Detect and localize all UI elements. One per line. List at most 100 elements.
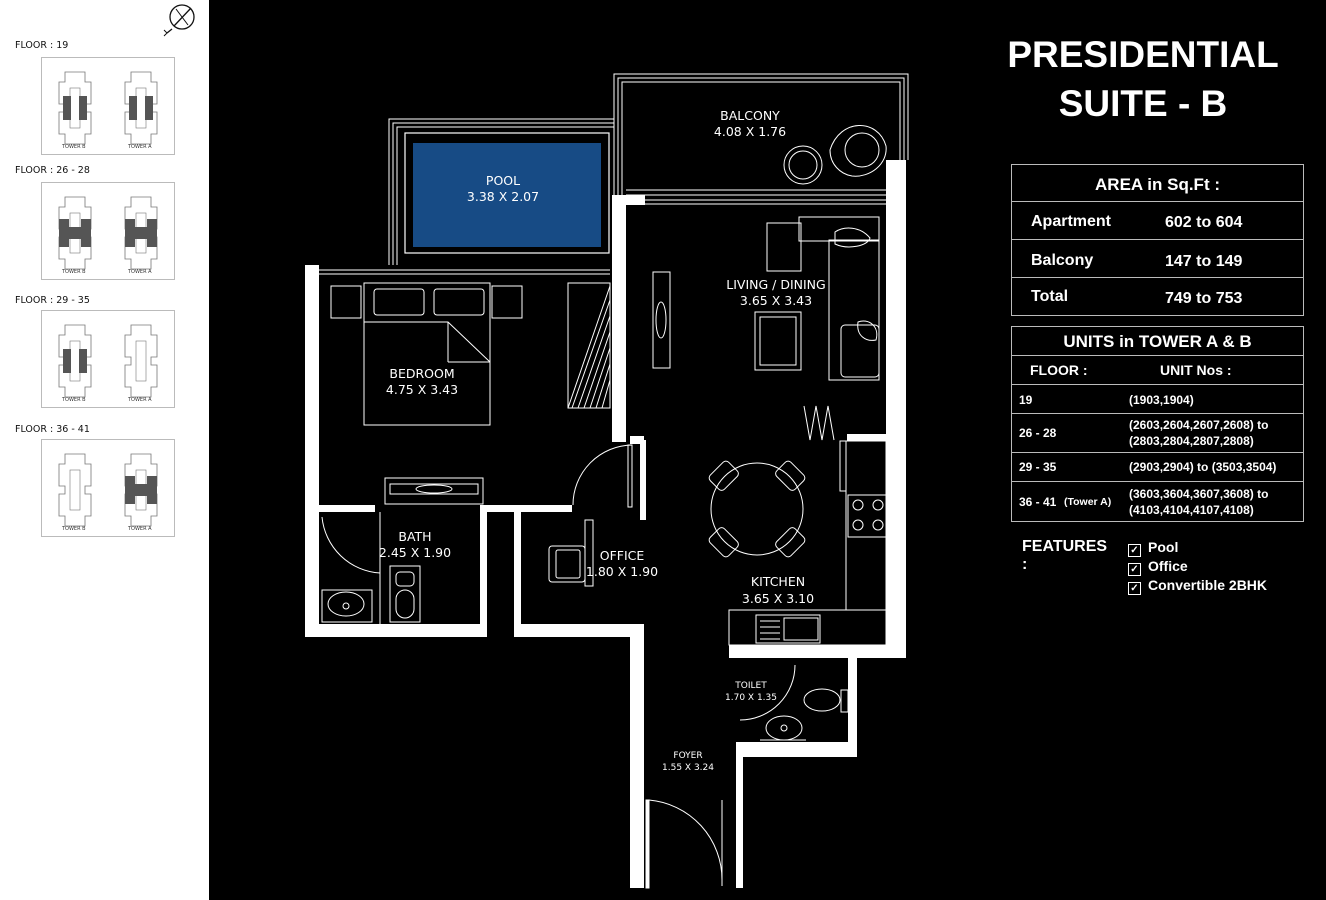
keyplan-tower-a xyxy=(124,71,158,145)
checkbox-checked-icon: ✓ xyxy=(1128,582,1141,595)
area-table: AREA in Sq.Ft : Apartment 602 to 604 Bal… xyxy=(1011,164,1304,316)
units-row: 26 - 28 (2603,2604,2607,2608) to (2803,2… xyxy=(1012,414,1303,453)
room-name: POOL xyxy=(486,173,520,188)
area-label: Balcony xyxy=(1031,252,1094,269)
units-table-heading: UNITS in TOWER A & B xyxy=(1012,327,1303,356)
room-dimensions: 4.75 X 3.43 xyxy=(386,382,458,397)
feature-label: Office xyxy=(1148,558,1188,574)
toilet-door xyxy=(739,664,796,721)
feature-item: ✓ Convertible 2BHK xyxy=(1128,577,1268,595)
room-dimensions: 1.70 X 1.35 xyxy=(725,693,777,703)
pool-water xyxy=(413,143,601,247)
keyplan-floor-label: FLOOR : 19 xyxy=(15,40,69,51)
floor-plan: BALCONY 4.08 X 1.76 POOL 3.38 X 2.07 LIV… xyxy=(305,73,909,889)
features-label: FEATURES : xyxy=(1022,538,1108,573)
living-furniture xyxy=(652,216,880,441)
title-line-2: SUITE - B xyxy=(1058,83,1228,124)
units-table: UNITS in TOWER A & B FLOOR : UNIT Nos : … xyxy=(1011,326,1304,522)
entry-door xyxy=(645,799,723,889)
balcony-furniture xyxy=(783,125,887,185)
room-name: KITCHEN xyxy=(751,574,805,589)
room-name: BEDROOM xyxy=(389,366,454,381)
walls xyxy=(305,160,906,888)
units-list: (1903,1904) xyxy=(1129,393,1194,407)
keyplan-floor-label: FLOOR : 29 - 35 xyxy=(15,295,90,306)
keyplan-tower-a-label: TOWER A xyxy=(128,269,152,275)
units-row: 29 - 35 (2903,2904) to (3503,3504) xyxy=(1012,453,1303,482)
room-name: BALCONY xyxy=(720,108,780,123)
room-name: FOYER xyxy=(673,751,702,761)
keyplan-tower-a-label: TOWER A xyxy=(128,526,152,532)
keyplan-floor-29-35: TOWER B TOWER A xyxy=(41,310,175,408)
toilet-fixtures xyxy=(760,688,849,741)
units-floor: 26 - 28 xyxy=(1019,426,1057,440)
wardrobe xyxy=(567,282,611,409)
area-row: Apartment 602 to 604 xyxy=(1012,202,1303,240)
keyplan-floor-36-41: TOWER B TOWER A xyxy=(41,439,175,537)
units-list: (2603,2604,2607,2608) to xyxy=(1129,418,1269,432)
area-value: 147 to 149 xyxy=(1165,253,1243,270)
units-row: 36 - 41 (Tower A) (3603,3604,3607,3608) … xyxy=(1012,482,1303,522)
keyplan-floor-label: FLOOR : 26 - 28 xyxy=(15,165,90,176)
page-title: PRESIDENTIAL SUITE - B xyxy=(1000,30,1286,128)
area-row: Balcony 147 to 149 xyxy=(1012,240,1303,278)
room-dimensions: 1.80 X 1.90 xyxy=(586,564,658,579)
units-floor: 29 - 35 xyxy=(1019,460,1057,474)
area-label: Total xyxy=(1031,288,1069,305)
units-list: (2803,2804,2807,2808) xyxy=(1129,434,1254,448)
keyplan-floor-26-28: TOWER B TOWER A xyxy=(41,182,175,280)
keyplan-tower-a-label: TOWER A xyxy=(128,397,152,403)
units-floor-note: (Tower A) xyxy=(1064,496,1112,508)
area-table-heading: AREA in Sq.Ft : xyxy=(1012,165,1303,202)
units-list: (3603,3604,3607,3608) to xyxy=(1129,487,1269,501)
checkbox-checked-icon: ✓ xyxy=(1128,544,1141,557)
north-compass-icon xyxy=(163,4,195,37)
office-desk xyxy=(548,519,594,587)
units-list: (2903,2904) to (3503,3504) xyxy=(1129,460,1277,474)
balcony-outline xyxy=(613,73,909,196)
bath-door xyxy=(321,516,381,574)
keyplan-tower-a xyxy=(124,453,158,527)
keyplan-tower-b xyxy=(58,453,92,527)
keyplan-sidebar: FLOOR : 19 TOWER B TOWER A FLOOR : 26 - … xyxy=(0,0,209,900)
bath-fixtures xyxy=(321,512,421,624)
keyplan-tower-a-label: TOWER A xyxy=(128,144,152,150)
units-header-row: FLOOR : UNIT Nos : xyxy=(1012,356,1303,385)
area-row: Total 749 to 753 xyxy=(1012,278,1303,315)
feature-label: Pool xyxy=(1148,539,1179,555)
room-name: LIVING / DINING xyxy=(726,277,825,292)
area-value: 602 to 604 xyxy=(1165,214,1243,231)
units-floor: 36 - 41 xyxy=(1019,495,1057,509)
bed xyxy=(330,282,523,426)
feature-item: ✓ Office xyxy=(1128,558,1188,576)
tv-unit xyxy=(384,477,484,505)
room-dimensions: 1.55 X 3.24 xyxy=(662,763,714,773)
room-dimensions: 3.38 X 2.07 xyxy=(467,189,539,204)
title-line-1: PRESIDENTIAL xyxy=(1007,34,1279,75)
units-col-floor: FLOOR : xyxy=(1030,362,1088,378)
keyplan-tower-b-label: TOWER B xyxy=(62,397,86,403)
dining-table xyxy=(708,460,806,558)
units-floor: 19 xyxy=(1019,393,1033,407)
keyplan-tower-b xyxy=(58,71,92,145)
feature-label: Convertible 2BHK xyxy=(1148,577,1268,593)
keyplan-tower-a xyxy=(124,196,158,270)
office-door xyxy=(572,444,633,506)
keyplan-tower-b xyxy=(58,324,92,398)
keyplan-tower-b-label: TOWER B xyxy=(62,526,86,532)
room-dimensions: 4.08 X 1.76 xyxy=(714,124,786,139)
keyplan-tower-a xyxy=(124,324,158,398)
keyplan-floor-19: TOWER B TOWER A xyxy=(41,57,175,155)
room-dimensions: 3.65 X 3.43 xyxy=(740,293,812,308)
area-label: Apartment xyxy=(1031,213,1112,230)
kitchen-counter xyxy=(728,440,887,646)
keyplan-tower-b-label: TOWER B xyxy=(62,144,86,150)
area-value: 749 to 753 xyxy=(1165,290,1243,307)
units-col-unit-nos: UNIT Nos : xyxy=(1160,362,1232,378)
checkbox-checked-icon: ✓ xyxy=(1128,563,1141,576)
keyplan-tower-b-label: TOWER B xyxy=(62,269,86,275)
pool-deck-outline xyxy=(388,118,614,265)
keyplan-floor-label: FLOOR : 36 - 41 xyxy=(15,424,90,435)
room-name: BATH xyxy=(398,529,431,544)
keyplan-tower-b xyxy=(58,196,92,270)
